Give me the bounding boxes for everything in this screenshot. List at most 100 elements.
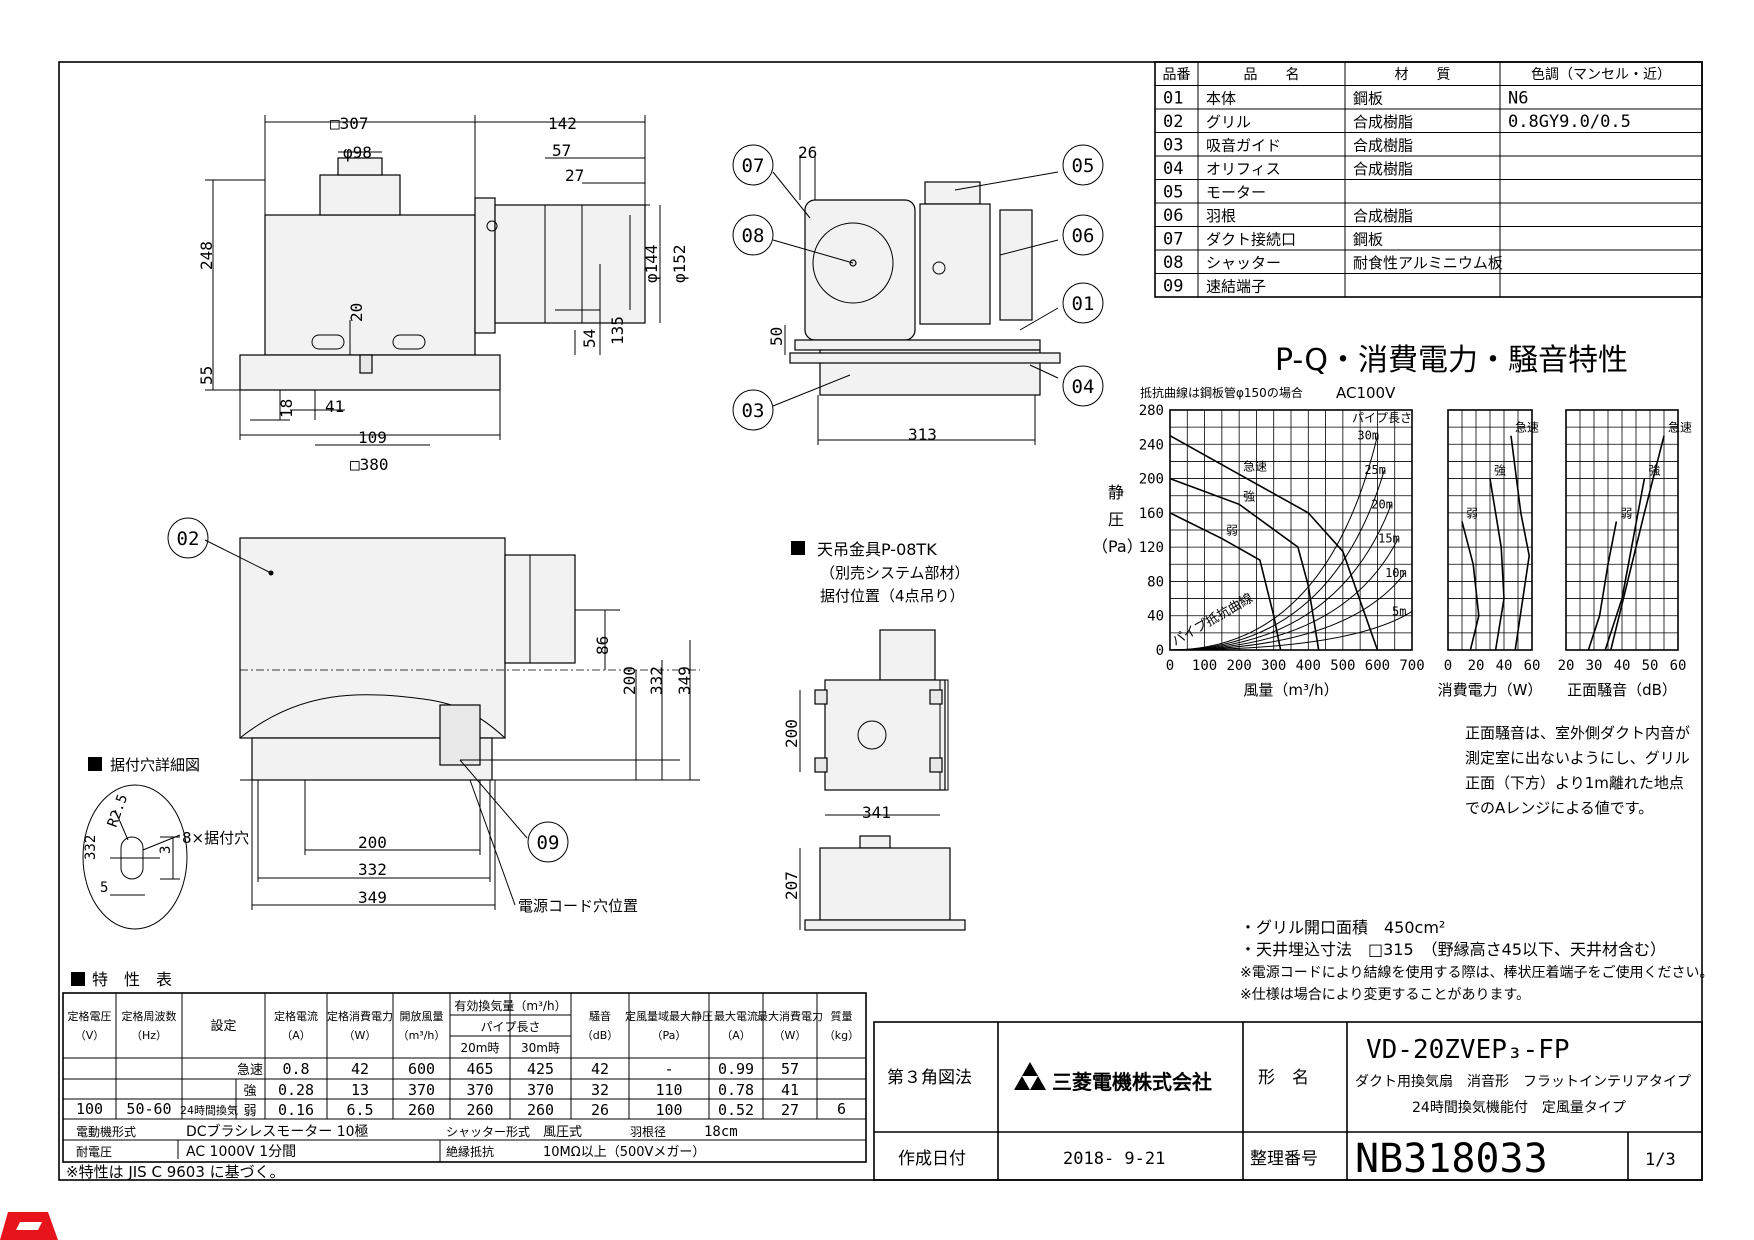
parts-header: 材 質 xyxy=(1395,67,1451,83)
callout-circle xyxy=(732,214,774,256)
note-line: ・天井埋込寸法 □315 （野縁高さ45以下、天井材含む） xyxy=(1240,940,1666,959)
pipe-curve-5m xyxy=(1169,611,1413,651)
x-tick-label: 20 xyxy=(1468,658,1485,674)
callout-circle xyxy=(732,389,774,431)
y-tick-label: 280 xyxy=(1139,403,1164,419)
dim-26: 26 xyxy=(798,143,817,162)
dim-5: 5 xyxy=(100,880,108,896)
parts-cell: 速結端子 xyxy=(1206,278,1266,296)
spec-cell: 32 xyxy=(591,1081,609,1099)
dim-332-detail: 332 xyxy=(83,835,99,860)
spec-cell: 57 xyxy=(781,1060,799,1078)
x-tick-label: 0 xyxy=(1166,658,1174,674)
callout-label: 07 xyxy=(742,155,765,177)
spec-cell: 600 xyxy=(408,1060,435,1078)
dim-27: 27 xyxy=(565,166,584,185)
dim-18: 18 xyxy=(277,399,296,418)
projection-label: 第３角図法 xyxy=(887,1068,972,1088)
motor-value: DCブラシレスモーター 10極 xyxy=(186,1123,369,1140)
x-tick-label: 30 xyxy=(1586,658,1603,674)
x-tick-label: 600 xyxy=(1365,658,1390,674)
callout-label: 06 xyxy=(1072,225,1095,247)
note-line: ・グリル開口面積 450cm² xyxy=(1240,918,1445,937)
dim-109: 109 xyxy=(358,428,387,447)
spec-footnote: ※特性は JIS C 9603 に基づく。 xyxy=(66,1163,285,1181)
dim-307: □307 xyxy=(330,114,369,133)
spec-cell: 425 xyxy=(527,1060,554,1078)
y-tick-label: 80 xyxy=(1147,574,1164,590)
parts-header: 品番 xyxy=(1163,67,1191,83)
blade-label: 羽根径 xyxy=(630,1125,666,1139)
parts-cell: 02 xyxy=(1163,112,1183,132)
series-line-1 xyxy=(1604,478,1646,651)
dim-135: 135 xyxy=(608,316,627,345)
spec-cell: 260 xyxy=(466,1101,493,1119)
company-name: 三菱電機株式会社 xyxy=(1052,1070,1212,1094)
dim-55: 55 xyxy=(197,366,216,385)
y-tick-label: 200 xyxy=(1139,472,1164,488)
y-tick-label: 240 xyxy=(1139,437,1164,453)
callout-circle xyxy=(1062,365,1104,407)
spec-header-unit: （m³/h） xyxy=(398,1029,446,1042)
spec-frequency: 50-60 xyxy=(126,1100,171,1118)
parts-cell: 羽根 xyxy=(1206,207,1236,225)
x-tick-label: 0 xyxy=(1444,658,1452,674)
pipe-length-label: パイプ長さ xyxy=(1352,411,1412,425)
series-label: 弱 xyxy=(1466,506,1478,520)
callout-circle xyxy=(732,144,774,186)
insulation-label: 絶縁抵抗 xyxy=(446,1144,494,1159)
noise-note-line: 測定室に出ないようにし、グリル xyxy=(1465,749,1690,767)
dim-98: φ98 xyxy=(343,143,372,162)
dim-349-horizontal: 349 xyxy=(358,888,387,907)
callout-label: 08 xyxy=(742,225,765,247)
spec-cell: 100 xyxy=(655,1101,682,1119)
dim-313: 313 xyxy=(908,425,937,444)
parts-cell: 06 xyxy=(1163,206,1183,226)
spec-pipe-header: パイプ長さ xyxy=(480,1020,540,1034)
series-line-2 xyxy=(1169,512,1282,651)
spec-header-unit: （W） xyxy=(344,1029,377,1042)
spec-cell: 0.16 xyxy=(278,1101,314,1119)
x-tick-label: 20 xyxy=(1558,658,1575,674)
pipe-curve-15m xyxy=(1169,538,1399,651)
x-tick-label: 40 xyxy=(1614,658,1631,674)
model-label: 形 名 xyxy=(1258,1068,1309,1088)
parts-cell: モーター xyxy=(1206,184,1266,202)
series-line-1 xyxy=(1489,478,1505,651)
hanger-views: 天吊金具P-08TK （別売システム部材） 据付位置（4点吊り） 200 341… xyxy=(782,540,970,931)
spec-mode: 急速 xyxy=(237,1063,263,1078)
insulation-value: 10MΩ以上（500Vメガー） xyxy=(543,1145,705,1160)
dim-142: 142 xyxy=(548,114,577,133)
dim-248: 248 xyxy=(197,241,216,270)
chart-subtitle: 抵抗曲線は鋼板管φ150の場合 xyxy=(1140,385,1303,400)
spec-cell: 0.8 xyxy=(282,1060,309,1078)
callout-label: 09 xyxy=(537,832,560,854)
x-tick-label: 500 xyxy=(1330,658,1355,674)
y-tick-label: 160 xyxy=(1139,506,1164,522)
dim-3: 3 xyxy=(158,846,174,854)
dim-200-horizontal: 200 xyxy=(358,833,387,852)
dim-332-vertical: 332 xyxy=(647,666,666,695)
parts-cell: ダクト接続口 xyxy=(1206,231,1296,249)
spec-cell: 370 xyxy=(408,1081,435,1099)
note-line: ※電源コードにより結線を使用する際は、棒状圧着端子をご使用ください。 xyxy=(1240,964,1713,981)
spec-cell: 465 xyxy=(466,1060,493,1078)
date-label: 作成日付 xyxy=(898,1149,966,1169)
x-tick-label: 60 xyxy=(1670,658,1687,674)
spec-header: 定格電圧 xyxy=(68,1009,112,1023)
date-value: 2018- 9-21 xyxy=(1063,1149,1165,1169)
side-view: 26 50 313 xyxy=(767,143,1061,445)
spec-header: 定格電流 xyxy=(274,1009,318,1023)
spec-header-unit: （Pa） xyxy=(652,1029,687,1042)
spec-header: 最大消費電力 xyxy=(757,1009,823,1023)
mount-detail-title: 据付穴詳細図 xyxy=(110,756,200,774)
callout-circle xyxy=(1062,282,1104,324)
series-label: 急速 xyxy=(1668,420,1692,435)
mount-holes-label: 8×据付穴 xyxy=(182,829,249,847)
spec-header-unit: （Hz） xyxy=(131,1029,167,1042)
pipe-curve-label: 5m xyxy=(1392,604,1406,618)
